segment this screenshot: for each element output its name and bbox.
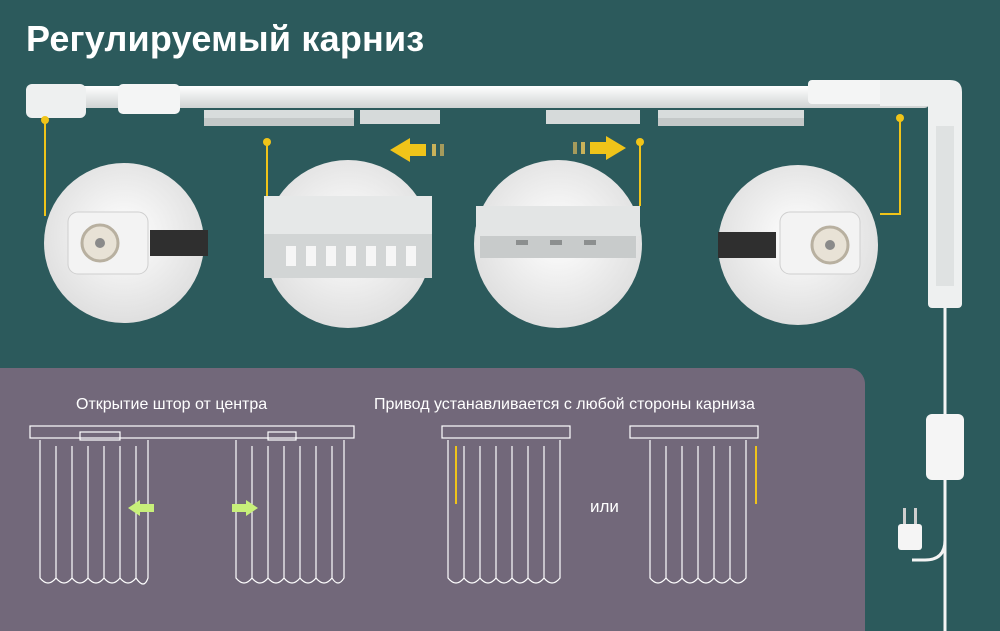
motor-panel [936, 126, 954, 286]
callout-dots [41, 114, 904, 146]
power-adapter-icon [912, 414, 964, 631]
caption-side-motor: Привод устанавливается с любой стороны к… [374, 396, 755, 413]
motor-position-marks [455, 446, 757, 504]
diagram-side-motor-left [441, 425, 571, 584]
diagram-side-motor-right [629, 425, 759, 584]
caption-center-opening: Открытие штор от центра [76, 396, 268, 413]
detail-circle-1 [44, 163, 208, 323]
runner-left [360, 110, 440, 124]
diagram-arrows [128, 500, 258, 516]
page-title: Регулируемый карниз [26, 18, 425, 59]
arrow-right-icon [573, 136, 626, 160]
or-label: или [590, 497, 619, 516]
detail-circle-2 [264, 160, 432, 328]
detail-circle-4 [718, 165, 878, 325]
arrow-left-icon [390, 138, 444, 162]
diagram-center-open [29, 425, 355, 585]
plug-icon [898, 508, 922, 550]
bottom-panel [0, 368, 865, 631]
detail-circle-3 [474, 160, 642, 328]
carrier-strip-left [204, 110, 354, 126]
curtain-rail [26, 80, 962, 118]
carrier-strip-right [658, 110, 804, 126]
runner-right [546, 110, 640, 124]
